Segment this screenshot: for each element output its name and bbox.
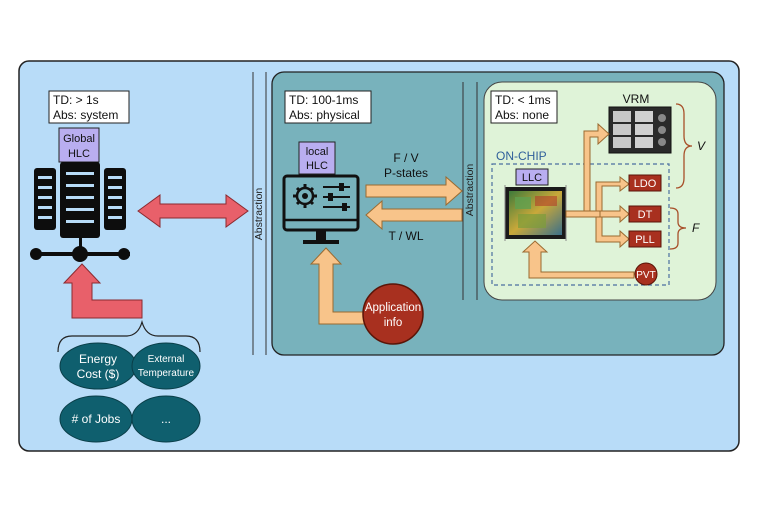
- pstates-label: P-states: [384, 166, 428, 180]
- application-info-line2: info: [384, 317, 403, 329]
- fv-label: F / V: [393, 151, 418, 165]
- on-chip-label: ON-CHIP: [496, 149, 547, 163]
- application-info-circle: [362, 283, 424, 345]
- twl-label: T / WL: [388, 229, 423, 243]
- fv-arrow: [365, 175, 463, 207]
- pll-box: [628, 230, 662, 248]
- pvt-label: PVT: [636, 270, 655, 281]
- external-temperature-line2: Temperature: [138, 368, 195, 379]
- global-hlc-line1: Global: [63, 133, 95, 145]
- energy-cost-line2: Cost ($): [77, 367, 120, 381]
- on-chip-region: [491, 163, 670, 286]
- app-info-arrow: [309, 247, 365, 325]
- vrm-module-icon: [608, 106, 672, 154]
- physical-td-text: TD: 100-1ms: [289, 93, 358, 107]
- ldo-box: [628, 174, 662, 192]
- abstraction-divider-2: Abstraction: [462, 82, 478, 300]
- external-temperature-line1: External: [148, 354, 185, 365]
- monitor-settings-icon: [282, 174, 360, 244]
- ldo-label: LDO: [634, 178, 657, 190]
- chip-td-box: [490, 90, 558, 124]
- more-inputs-ellipse: [131, 395, 201, 443]
- energy-cost-line1: Energy: [79, 352, 117, 366]
- llc-label: LLC: [522, 172, 542, 184]
- pvt-circle: [634, 262, 658, 286]
- system-td-text: TD: > 1s: [53, 93, 99, 107]
- local-hlc-line1: local: [306, 146, 329, 158]
- chip-die-image: [504, 185, 567, 241]
- local-hlc-line2: HLC: [306, 160, 328, 172]
- system-abs-text: Abs: system: [53, 108, 118, 122]
- physical-td-box: [284, 90, 372, 124]
- v-brace: [675, 103, 693, 189]
- dt-box: [628, 205, 662, 223]
- jobs-text: # of Jobs: [72, 412, 121, 426]
- system-physical-double-arrow: [137, 194, 249, 228]
- local-hlc-box: [298, 141, 336, 175]
- pll-label: PLL: [635, 234, 655, 246]
- dt-label: DT: [638, 209, 653, 221]
- abstraction-label-2: Abstraction: [464, 164, 476, 217]
- llc-output-arrows: [565, 122, 630, 249]
- f-brace: [669, 207, 687, 250]
- energy-cost-ellipse: [59, 342, 137, 390]
- abstraction-divider-1: Abstraction: [252, 72, 267, 355]
- inputs-to-server-arrow: [62, 263, 143, 319]
- f-label: F: [692, 221, 700, 235]
- global-hlc-line2: HLC: [68, 148, 90, 160]
- application-info-line1: Application: [365, 302, 421, 314]
- pvt-feedback-arrow: [521, 240, 635, 279]
- chip-td-text: TD: < 1ms: [495, 93, 551, 107]
- physical-abs-text: Abs: physical: [289, 108, 360, 122]
- llc-box: [515, 168, 549, 186]
- v-label: V: [697, 139, 706, 153]
- external-temperature-ellipse: [131, 342, 201, 390]
- system-td-box: [48, 90, 130, 124]
- twl-arrow: [365, 199, 463, 231]
- more-inputs-text: ...: [161, 412, 171, 426]
- vrm-label: VRM: [623, 92, 650, 106]
- inputs-brace: [57, 319, 201, 353]
- server-icon: [30, 162, 130, 262]
- abstraction-label-1: Abstraction: [253, 188, 265, 241]
- chip-abs-text: Abs: none: [495, 108, 549, 122]
